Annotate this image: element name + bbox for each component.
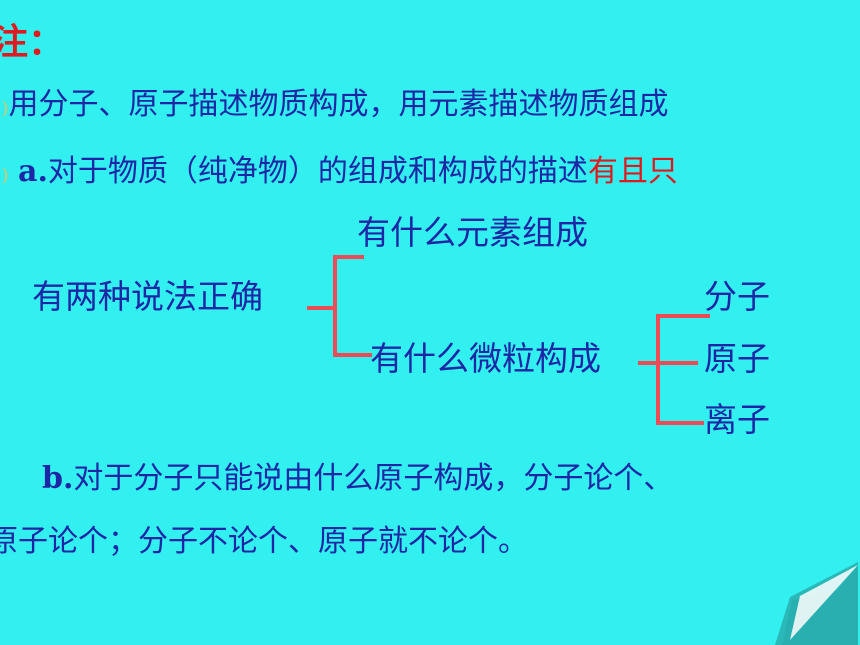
point-2-highlight: 有且只: [587, 154, 678, 189]
diagram-branch-top: 有什么元素组成: [357, 213, 588, 252]
point-1-number: 1): [0, 98, 9, 119]
diagram-branch-bottom: 有什么微粒构成: [370, 339, 601, 378]
point-2-text: 对于物质（纯净物）的组成和构成的描述: [47, 154, 588, 189]
leaf-bracket: [656, 314, 710, 425]
point-b-continued: 原子论个；分子不论个、原子就不论个。: [0, 524, 528, 559]
diagram-leaf-ion: 离子: [704, 400, 770, 439]
point-b: b.对于分子只能说由什么原子构成，分子论个、: [42, 464, 673, 494]
slide-title: 注：: [0, 21, 65, 63]
diagram-leaf-atom: 原子: [704, 339, 770, 378]
point-1-text: 用分子、原子描述物质构成，用元素描述物质组成: [8, 87, 669, 122]
point-b-prefix: b.: [42, 461, 74, 496]
page-curl-fold: [790, 565, 858, 640]
point-2-number: 2): [0, 165, 9, 186]
diagram-root: 有两种说法正确: [32, 277, 263, 316]
point-b-text: 对于分子只能说由什么原子构成，分子论个、: [73, 461, 674, 496]
point-1: 1)用分子、原子描述物质构成，用元素描述物质组成: [0, 90, 668, 120]
diagram-leaf-molecule: 分子: [704, 277, 770, 316]
point-2-prefix: a.: [18, 154, 48, 189]
point-2: 2) a.对于物质（纯净物）的组成和构成的描述有且只: [0, 157, 678, 187]
main-bracket: [333, 255, 372, 357]
